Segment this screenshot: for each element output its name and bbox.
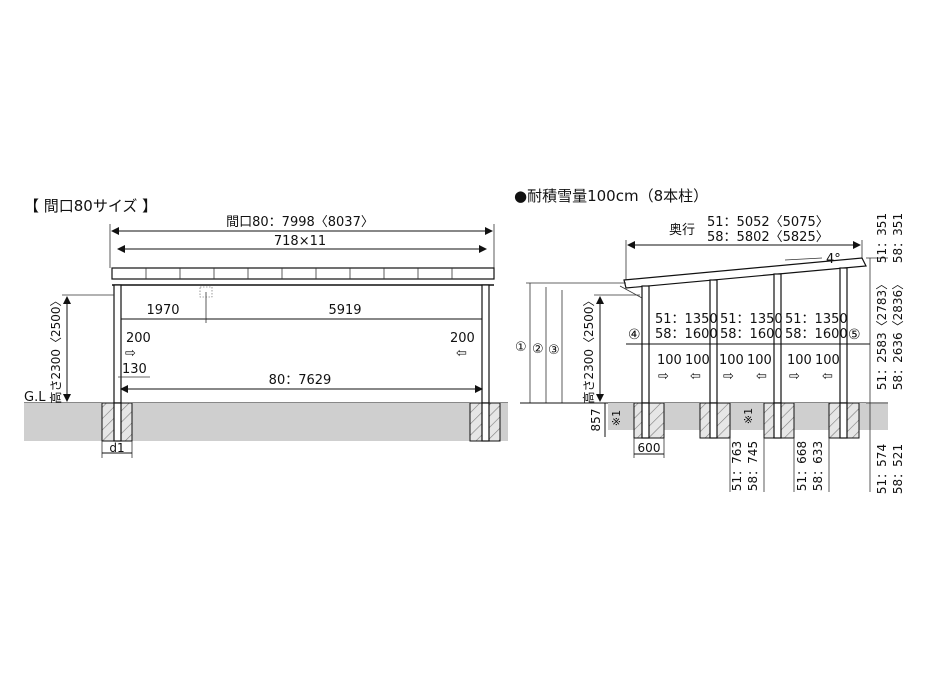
post3-58-label: 58：633 <box>811 441 825 491</box>
roof-panel-ribs <box>145 268 453 279</box>
depth-51-label: 51：5052〈5075〉 <box>707 215 829 230</box>
right-bot-58-label: 58：521 <box>891 444 905 494</box>
circle-3-label: ③ <box>548 343 560 358</box>
side-view: ●耐積雪量100cm（8本柱） 奥行 51：5052〈5075〉 58：5802… <box>514 187 905 494</box>
offset-5-label: 100 <box>787 353 812 368</box>
right-bot-51-label: 51：574 <box>875 444 889 494</box>
offset-small-label: 130 <box>122 362 147 377</box>
bay3-58-label: 58：1600 <box>785 327 848 342</box>
offset-left-label: 200 <box>126 331 151 346</box>
bay2-58-label: 58：1600 <box>720 327 783 342</box>
arrow-left-2-icon: ⇦ <box>756 369 767 384</box>
side-height-label: 高さ2300〈2500〉 <box>581 294 596 403</box>
post3-51-label: 51：668 <box>795 441 809 491</box>
right-top-58-label: 58：351 <box>891 213 905 263</box>
offset-6-label: 100 <box>815 353 840 368</box>
side-footing-width-label: 600 <box>638 441 661 455</box>
offset-right-label: 200 <box>450 331 475 346</box>
circle-2-label: ② <box>532 342 544 357</box>
roof-angle-label: 4° <box>826 252 841 267</box>
front-roof <box>111 267 495 280</box>
front-left-post <box>113 284 122 404</box>
side-roof <box>623 257 867 289</box>
front-ground <box>24 403 508 441</box>
inner-width-label: 80：7629 <box>269 373 332 388</box>
footing-depth-label: 857 <box>589 409 603 432</box>
panel-label: 718×11 <box>274 234 326 249</box>
arrow-left-3-icon: ⇦ <box>822 369 833 384</box>
right-mid-51-label: 51：2583〈2783〉 <box>875 278 889 390</box>
footing-width-label: d1 <box>109 441 124 455</box>
offset-3-label: 100 <box>719 353 744 368</box>
bay1-51-label: 51：1350 <box>655 312 718 327</box>
offset-2-label: 100 <box>685 353 710 368</box>
offset-1-label: 100 <box>657 353 682 368</box>
post2-51-label: 51：763 <box>730 441 744 491</box>
bay2-51-label: 51：1350 <box>720 312 783 327</box>
post2-58-label: 58：745 <box>746 441 760 491</box>
bay1-58-label: 58：1600 <box>655 327 718 342</box>
depth-prefix: 奥行 <box>669 223 695 238</box>
arrow-right-1-icon: ⇨ <box>658 369 669 384</box>
right-top-51-label: 51：351 <box>875 213 889 263</box>
front-view: 【 間口80サイズ 】 間口80：7998〈8037〉 718×11 1970 … <box>24 197 508 458</box>
side-view-title: ●耐積雪量100cm（8本柱） <box>514 187 708 205</box>
overall-width-label: 間口80：7998〈8037〉 <box>226 215 374 230</box>
bay3-51-label: 51：1350 <box>785 312 848 327</box>
span-a-label: 1970 <box>146 303 179 318</box>
arrow-right-2-icon: ⇨ <box>723 369 734 384</box>
depth-58-label: 58：5802〈5825〉 <box>707 230 829 245</box>
note-mark-left: ※1 <box>610 410 623 426</box>
right-mid-58-label: 58：2636〈2836〉 <box>891 278 905 390</box>
arrow-left-1-icon: ⇦ <box>690 369 701 384</box>
note-mark-middle: ※1 <box>742 408 755 424</box>
front-height-label: 高さ2300〈2500〉 <box>48 294 63 403</box>
arrow-right-3-icon: ⇨ <box>789 369 800 384</box>
front-view-title: 【 間口80サイズ 】 <box>24 197 157 215</box>
circle-1-label: ① <box>515 340 527 355</box>
ground-level-label: G.L <box>24 390 46 405</box>
circle-5-label: ⑤ <box>848 327 861 343</box>
circle-4-label: ④ <box>628 327 641 343</box>
offset-right-arrow-icon: ⇦ <box>456 346 467 361</box>
offset-4-label: 100 <box>747 353 772 368</box>
span-b-label: 5919 <box>328 303 361 318</box>
front-right-post <box>481 284 490 404</box>
offset-left-arrow-icon: ⇨ <box>125 346 136 361</box>
